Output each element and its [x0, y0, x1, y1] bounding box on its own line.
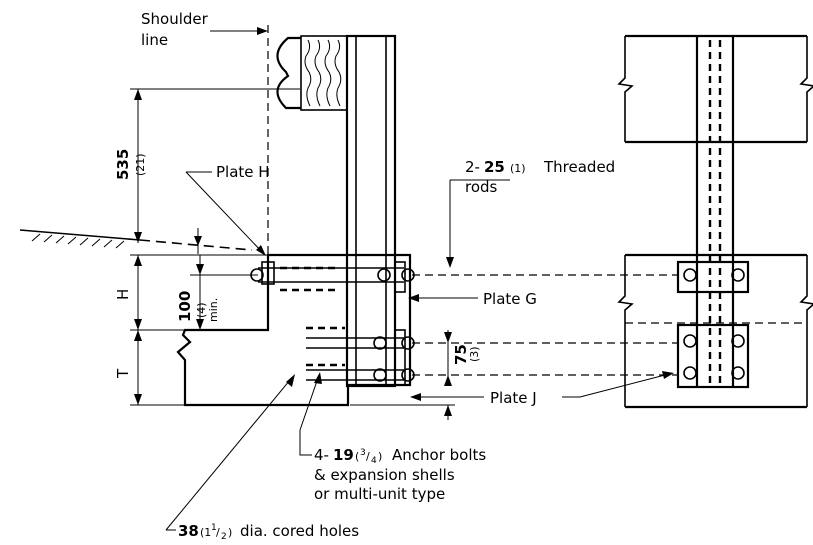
shoulder-line-label-1: Shoulder: [141, 10, 209, 28]
threaded-rods-text: Threaded: [543, 158, 615, 176]
anchor-bolt-lower: [306, 369, 404, 381]
dim-100-min: min.: [207, 298, 220, 322]
w-beam-rail: [276, 36, 301, 110]
footing-break-right: [799, 255, 813, 407]
bottom-dim-arrow: [444, 405, 452, 416]
anchor-text-1: Anchor bolts: [392, 446, 486, 464]
anchor-text-2: & expansion shells: [314, 466, 455, 484]
anchor-close-paren: ): [378, 450, 382, 463]
plate-j-bolt-br: [731, 366, 745, 380]
wood-grain-4: [334, 39, 342, 107]
threaded-rods-arrow: [446, 257, 454, 268]
anchor-prefix: 4-: [314, 446, 329, 464]
cored-text: dia. cored holes: [240, 522, 359, 540]
cored-arrow: [286, 374, 295, 387]
concrete-footing: [176, 253, 412, 407]
section-view: Shoulder line 535 (21) Plate H: [19, 10, 674, 542]
dim-100-arrow-bottom: [196, 319, 204, 330]
ground-hatch: [31, 233, 125, 249]
wood-grain-1: [304, 39, 312, 107]
footing-break-left: [617, 255, 634, 407]
anchor-leader-arrow: [314, 372, 322, 384]
plate-g-bolt-left: [683, 268, 697, 282]
plate-j-bolt-bl: [683, 366, 697, 380]
plate-g-bolt-right: [731, 268, 745, 282]
anchor-frac-num: 3: [360, 448, 366, 458]
anchor-frac-den: 4: [371, 456, 377, 466]
shoulder-line-arrow: [257, 27, 268, 35]
threaded-rods-leader: [449, 179, 510, 262]
threaded-rods-prefix: 2-: [465, 158, 480, 176]
dim-100-arrow-top: [196, 264, 204, 275]
dim-100-imperial: (4): [195, 302, 208, 318]
anchor-upper-nut-mid: [373, 336, 387, 350]
dim-t-arrow-bottom: [134, 394, 142, 405]
plate-j-label: Plate J: [490, 389, 537, 407]
plate-j-leader-right: [562, 374, 666, 398]
dim-h-arrow-bottom: [134, 319, 142, 330]
wood-grain-2: [314, 39, 322, 107]
dim-75-value: 75: [452, 344, 470, 365]
cored-frac-num: 1: [211, 523, 217, 533]
cored-frac-den: 2: [221, 532, 227, 542]
dim-t-arrow-top: [134, 330, 142, 341]
rail-break-right: [799, 36, 813, 142]
anchor-leader-diag: [299, 377, 319, 431]
dim-535-value: 535: [114, 149, 132, 180]
cored-frac-slash: /: [216, 526, 220, 539]
slope-dim-arrow: [194, 236, 202, 246]
dim-75-arrow-top: [444, 332, 452, 343]
plate-g-arrow: [408, 294, 419, 302]
cored-leader: [165, 379, 291, 531]
anchor-lower-nut-mid: [373, 368, 387, 382]
dim-535-arrow-top: [134, 89, 142, 100]
threaded-rods-text2: rods: [465, 178, 498, 196]
threaded-rod-nut-mid: [377, 268, 391, 282]
plate-j-arrow-left: [410, 393, 421, 401]
plate-h-label: Plate H: [216, 163, 270, 181]
dim-100-value: 100: [176, 291, 194, 322]
plate-g-label: Plate G: [483, 290, 537, 308]
plate-h-arrow: [256, 245, 266, 256]
slope-extension: [139, 239, 253, 251]
elevation-view: [412, 34, 813, 409]
dim-t-ext: [130, 329, 185, 406]
anchor-open-paren: (: [355, 450, 359, 463]
threaded-rods-size: 25: [484, 158, 505, 176]
plate-j-bolt-tr: [731, 334, 745, 348]
plate-j-bolt-tl: [683, 334, 697, 348]
plate-g: [676, 260, 750, 294]
anchor-text-3: or multi-unit type: [314, 485, 445, 503]
plate-j-side: [394, 329, 406, 386]
plate-g-side: [394, 261, 406, 293]
anchor-size: 19: [333, 446, 354, 464]
rail-break-left: [617, 36, 634, 142]
plate-j-arrow-right: [662, 371, 674, 379]
dim-t-value: T: [114, 368, 132, 379]
anchor-bolt-upper: [306, 337, 404, 349]
wood-grain-3: [324, 39, 332, 107]
threaded-rods-imperial: (1): [510, 162, 526, 175]
cored-size: 38: [178, 522, 199, 540]
steel-post: [345, 34, 397, 388]
plate-h-leader-b: [185, 171, 265, 255]
dim-535-imperial: (21): [134, 153, 147, 176]
anchor-label-leader: [299, 430, 312, 456]
plate-j: [676, 323, 750, 389]
anchor-frac-slash: /: [366, 450, 370, 463]
ground-slope: [19, 229, 141, 241]
cored-close-paren: ): [228, 526, 232, 539]
dim-535-arrow-bottom: [134, 232, 142, 243]
shoulder-line-label-2: line: [141, 31, 168, 49]
cored-imperial: (1: [200, 526, 211, 539]
dim-h-arrow-top: [134, 255, 142, 266]
dim-75-imperial: (3): [468, 346, 481, 362]
dim-75-arrow-bottom: [444, 375, 452, 386]
dim-h-value: H: [114, 289, 132, 300]
